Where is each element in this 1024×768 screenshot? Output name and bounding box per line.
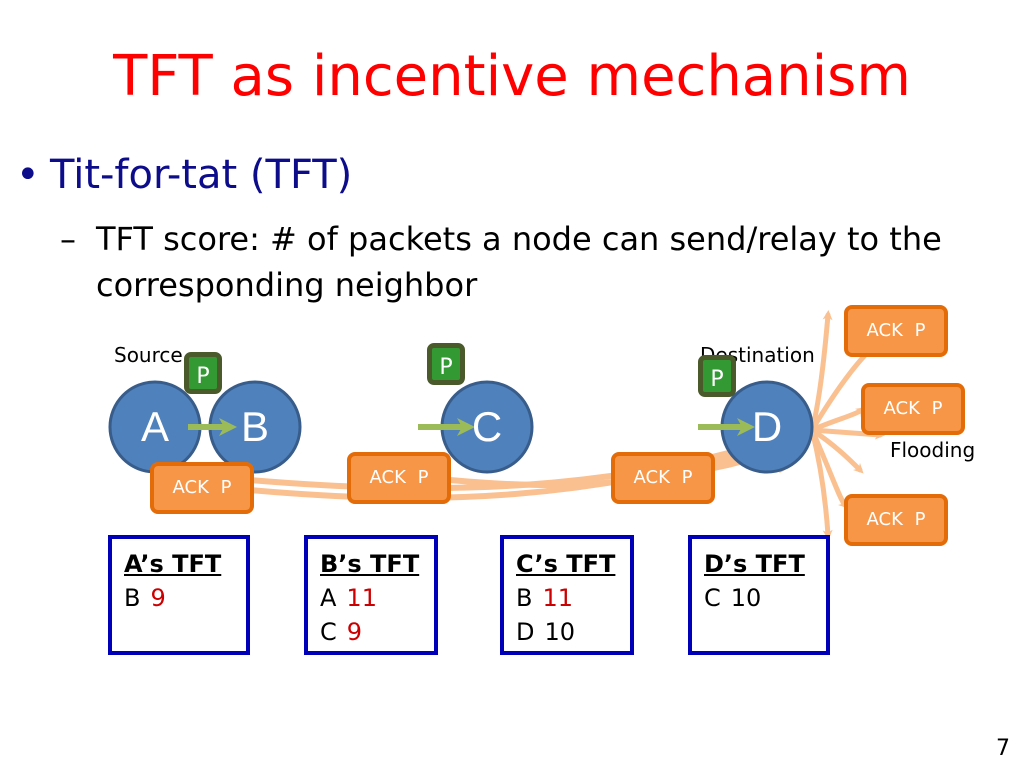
tft-score: 9 xyxy=(150,584,166,612)
tft-neighbor: D xyxy=(516,618,535,646)
packet-box: P xyxy=(698,355,736,397)
tft-table-row: B 11 xyxy=(516,581,618,615)
bullet-level1: •Tit-for-tat (TFT) xyxy=(16,150,352,200)
flood-arrow xyxy=(809,427,864,474)
flood-arrow xyxy=(809,427,833,540)
ack-box: ACK P xyxy=(844,494,948,546)
tft-table-header: A’s TFT xyxy=(124,550,222,578)
tft-table-d: D’s TFT C 10 xyxy=(688,535,830,655)
tft-table-header: B’s TFT xyxy=(320,550,420,578)
tft-neighbor: C xyxy=(704,584,721,612)
flooding-label: Flooding xyxy=(890,438,976,462)
tft-neighbor: B xyxy=(124,584,141,612)
page-number: 7 xyxy=(996,736,1010,761)
tft-table-c: C’s TFT B 11 D 10 xyxy=(500,535,634,655)
ack-box: ACK P xyxy=(861,383,965,435)
slide-title: TFT as incentive mechanism xyxy=(113,44,911,109)
ack-box: ACK P xyxy=(844,305,948,357)
node-c-label: C xyxy=(471,403,503,450)
node-circles xyxy=(108,380,814,474)
tft-neighbor: C xyxy=(320,618,337,646)
tft-neighbor: B xyxy=(516,584,533,612)
tft-score: 10 xyxy=(730,584,762,612)
tft-score: 9 xyxy=(346,618,363,646)
tft-table-header: D’s TFT xyxy=(704,550,805,578)
packet-box: P xyxy=(427,343,465,385)
bullet-level1-text: Tit-for-tat (TFT) xyxy=(50,152,353,198)
node-b-label: B xyxy=(240,403,269,450)
tft-score: 11 xyxy=(346,584,377,612)
flood-arrow xyxy=(809,407,867,433)
tft-table-row: C 10 xyxy=(704,581,814,615)
ack-line xyxy=(247,429,813,501)
ack-box: ACK P xyxy=(611,452,715,504)
tft-score: 11 xyxy=(542,584,574,612)
bullet-level2-text: TFT score: # of packets a node can send/… xyxy=(96,220,942,304)
bullet-dash: – xyxy=(60,220,76,258)
tft-table-row: A 11 xyxy=(320,581,422,615)
tft-neighbor: A xyxy=(320,584,337,612)
tft-table-row: D 10 xyxy=(516,615,618,649)
bullet-dot: • xyxy=(16,152,40,198)
flood-arrow xyxy=(809,310,833,433)
packet-box: P xyxy=(184,352,222,394)
source-label: Source xyxy=(114,343,183,367)
tft-table-header: C’s TFT xyxy=(516,550,616,578)
node-d-label: D xyxy=(751,403,783,450)
ack-box: ACK P xyxy=(150,462,254,514)
tft-score: 10 xyxy=(544,618,576,646)
ack-box: ACK P xyxy=(347,452,451,504)
node-a-label: A xyxy=(140,403,169,450)
